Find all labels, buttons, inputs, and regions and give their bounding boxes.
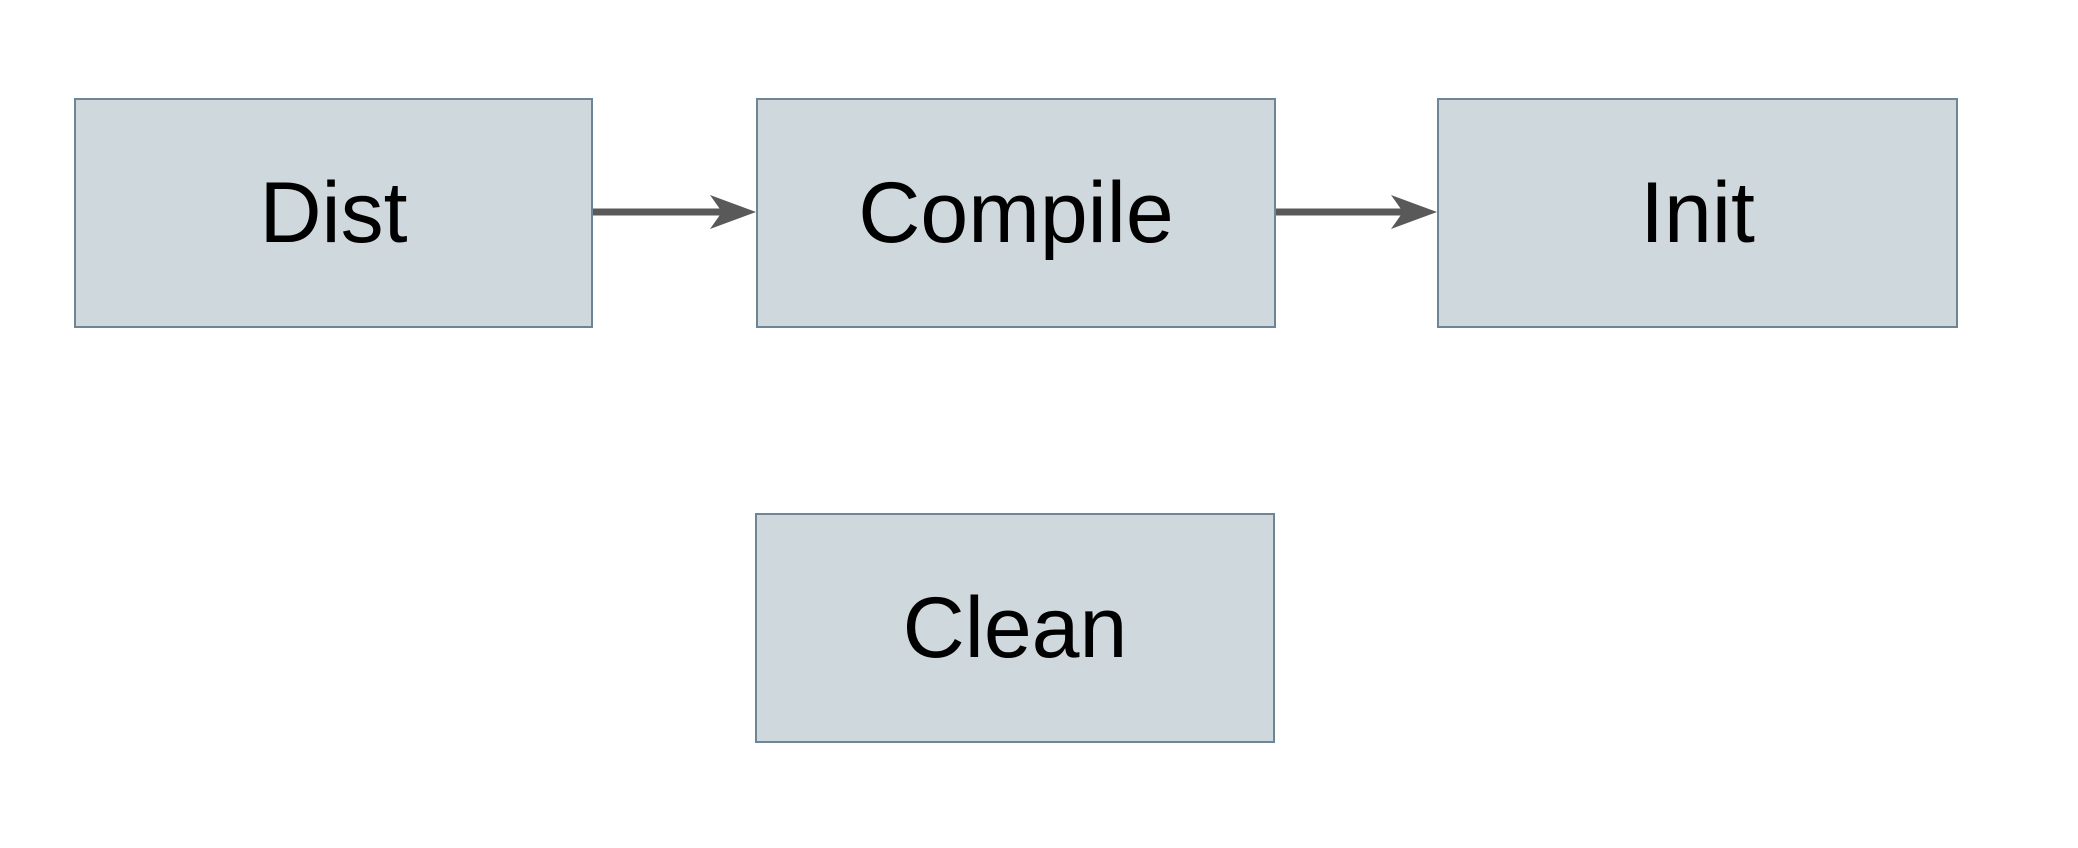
- node-compile-label: Compile: [858, 165, 1174, 261]
- node-init[interactable]: Init: [1437, 98, 1958, 328]
- node-clean[interactable]: Clean: [755, 513, 1275, 743]
- node-clean-label: Clean: [902, 580, 1128, 676]
- arrow-dist-to-compile: [593, 195, 756, 229]
- node-init-label: Init: [1640, 165, 1755, 261]
- node-dist-label: Dist: [259, 165, 408, 261]
- arrow-head-icon: [710, 195, 756, 229]
- node-dist[interactable]: Dist: [74, 98, 593, 328]
- node-compile[interactable]: Compile: [756, 98, 1276, 328]
- arrow-head-icon: [1391, 195, 1437, 229]
- arrow-compile-to-init: [1276, 195, 1437, 229]
